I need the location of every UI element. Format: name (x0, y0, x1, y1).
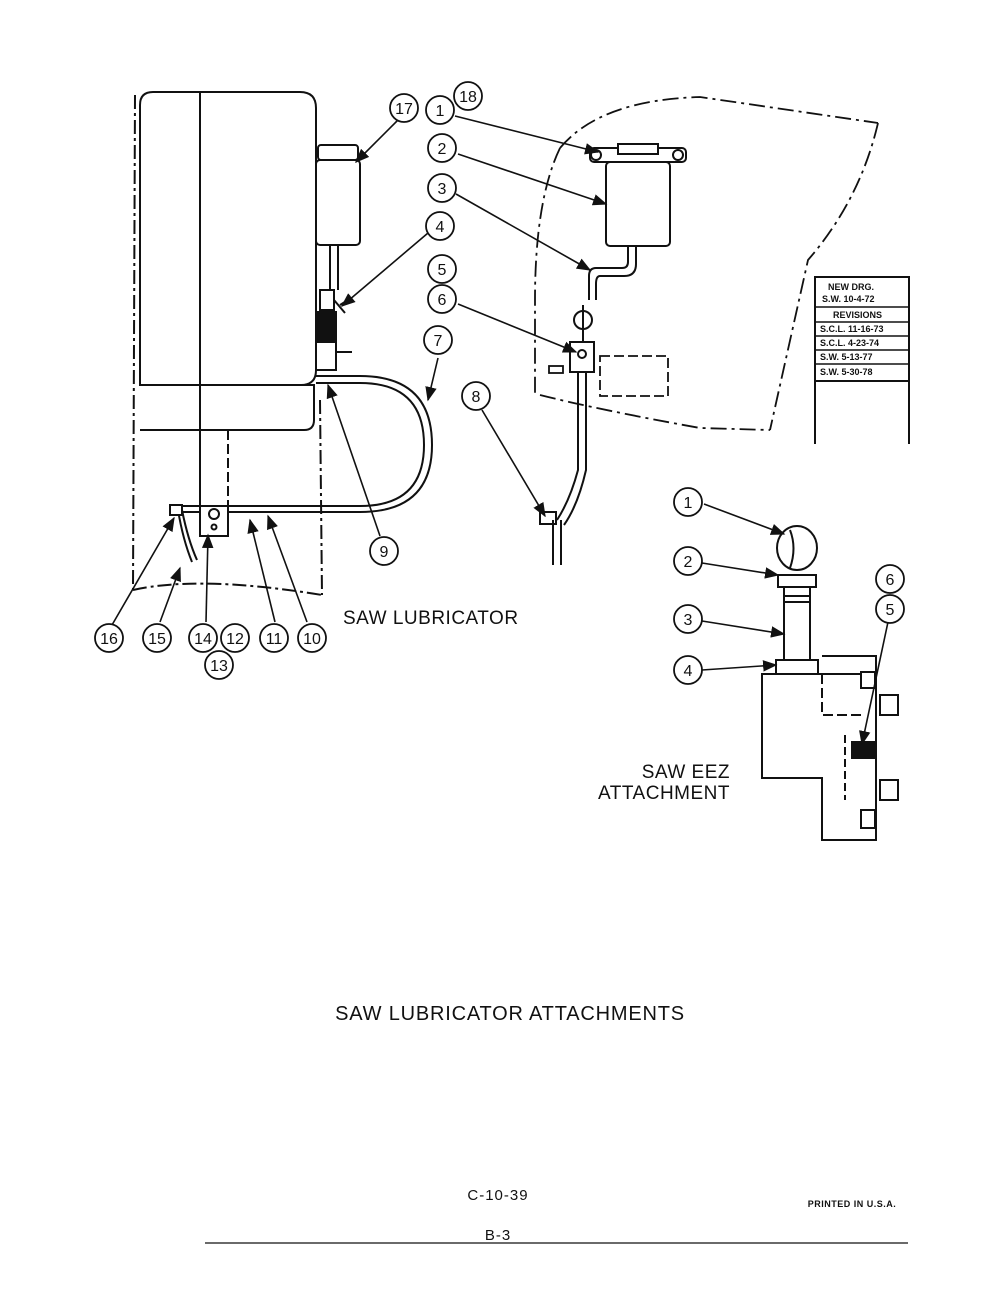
callout-1-num: 1 (436, 103, 445, 120)
callout-5 (427, 254, 457, 284)
callout-eez-1-num: 1 (684, 495, 693, 512)
callout-eez-5-num: 5 (886, 602, 895, 619)
callout-11 (259, 623, 289, 653)
callout-eez-1 (673, 487, 703, 517)
callout-3-num: 3 (438, 181, 447, 198)
callout-eez-4 (673, 655, 703, 685)
callout-1 (425, 95, 455, 125)
callout-3 (427, 173, 457, 203)
label-saw-eez-line1: SAW EEZ (642, 762, 730, 783)
callout-2 (427, 133, 457, 163)
callout-14-num: 14 (194, 631, 212, 648)
callout-2-num: 2 (438, 141, 447, 158)
callout-4-num: 4 (436, 219, 445, 236)
callout-18 (453, 81, 483, 111)
callout-16 (94, 623, 124, 653)
callout-9 (369, 536, 399, 566)
callout-12 (220, 623, 250, 653)
hose-loop (169, 375, 434, 563)
callout-4 (425, 211, 455, 241)
callout-17-num: 17 (395, 101, 413, 118)
callout-8-num: 8 (472, 389, 481, 406)
callout-5-num: 5 (438, 262, 447, 279)
callout-eez-6-num: 6 (886, 572, 895, 589)
callout-eez-2-num: 2 (684, 554, 693, 571)
label-saw-lubricator: SAW LUBRICATOR (343, 608, 519, 629)
center-bracket (534, 96, 879, 431)
callout-13 (204, 650, 234, 680)
callout-15-num: 15 (148, 631, 166, 648)
drawing-title: SAW LUBRICATOR ATTACHMENTS (335, 1003, 685, 1025)
rev-header: REVISIONS (833, 310, 882, 320)
callout-17 (389, 93, 419, 123)
rev-new-drg: NEW DRG. (828, 282, 874, 292)
callout-eez-3-num: 3 (684, 612, 693, 629)
drawing-number: C-10-39 (467, 1187, 528, 1204)
printed-in-usa: PRINTED IN U.S.A. (808, 1199, 897, 1209)
callout-eez-6 (875, 564, 905, 594)
callout-6-num: 6 (438, 292, 447, 309)
leader-lines (111, 115, 889, 746)
callout-18-num: 18 (459, 89, 477, 106)
callout-7-num: 7 (434, 333, 443, 350)
saw-eez-detail (761, 525, 899, 841)
callout-15 (142, 623, 172, 653)
callout-8 (461, 381, 491, 411)
reservoir-center (539, 143, 687, 565)
machine-column (132, 91, 323, 596)
callout-numbers: 17 18 1 2 3 4 5 6 7 8 9 16 15 14 12 13 1… (100, 89, 894, 680)
rev-entry-1: S.C.L. 11-16-73 (820, 324, 884, 334)
callout-13-num: 13 (210, 658, 228, 675)
page-number: B-3 (485, 1227, 511, 1244)
rev-new-drg-date: S.W. 10-4-72 (822, 294, 875, 304)
callout-eez-2 (673, 546, 703, 576)
reservoir-left (315, 144, 361, 371)
callout-7 (423, 325, 453, 355)
callout-11-num: 11 (266, 631, 283, 648)
callout-9-num: 9 (380, 544, 389, 561)
revision-block: NEW DRG. S.W. 10-4-72 REVISIONS S.C.L. 1… (814, 276, 910, 444)
callout-eez-3 (673, 604, 703, 634)
rev-entry-4: S.W. 5-30-78 (820, 367, 873, 377)
callouts (94, 81, 905, 685)
callout-6 (427, 284, 457, 314)
callout-16-num: 16 (100, 631, 118, 648)
callout-eez-4-num: 4 (684, 663, 693, 680)
callout-eez-5 (875, 594, 905, 624)
rev-entry-2: S.C.L. 4-23-74 (820, 338, 879, 348)
rev-entry-3: S.W. 5-13-77 (820, 352, 873, 362)
callout-12-num: 12 (226, 631, 244, 648)
label-saw-eez-line2: ATTACHMENT (598, 783, 730, 804)
callout-10 (297, 623, 327, 653)
callout-10-num: 10 (303, 631, 321, 648)
callout-14 (188, 623, 218, 653)
